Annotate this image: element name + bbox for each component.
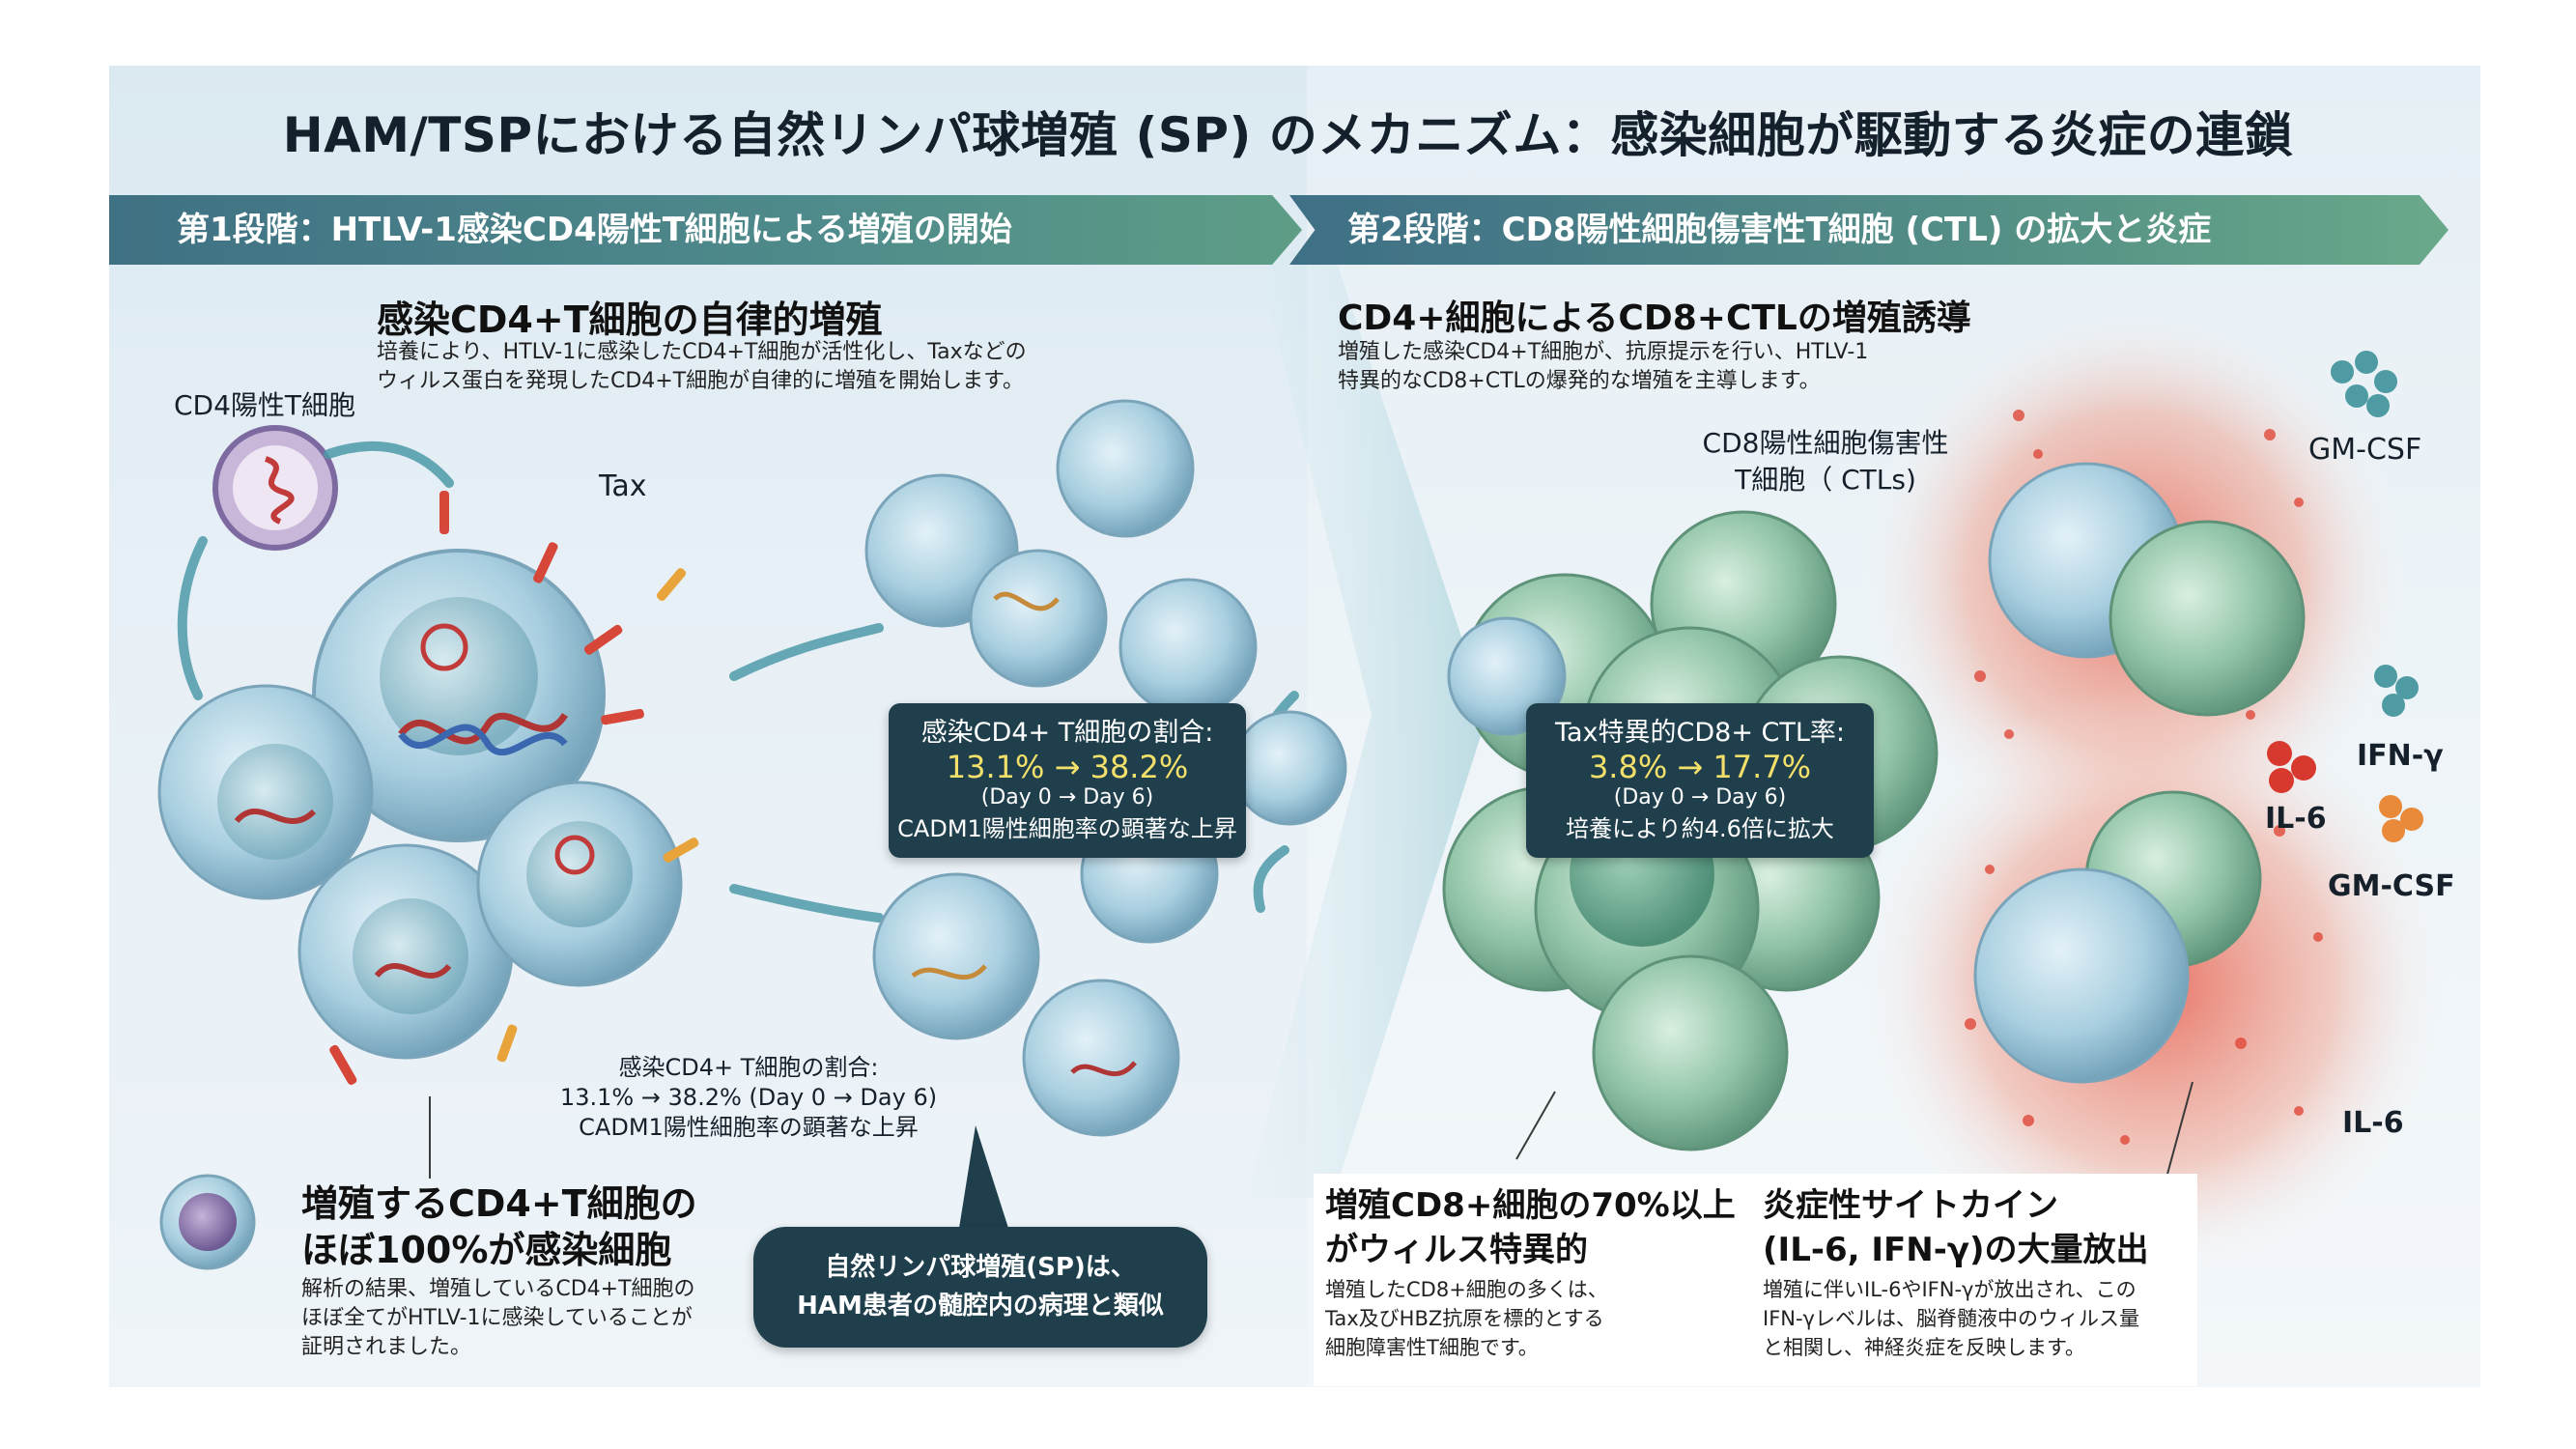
cytokine-label-gm-csf: GM-CSF — [2308, 433, 2422, 467]
bottom-heading-line: 増殖するCD4+T細胞の — [301, 1182, 697, 1225]
stage1-banner: 第1段階：HTLV-1感染CD4陽性T細胞による増殖の開始 — [109, 195, 1302, 265]
stage1-desc-line: 培養により、HTLV-1に感染したCD4+T細胞が活性化し、Taxなどの — [377, 340, 1027, 364]
scattered-cytokines — [1965, 410, 2323, 1145]
ratio-caption-line: CADM1陽性細胞率の顕著な上昇 — [579, 1114, 919, 1141]
bottom-heading-line: がウィルス特異的 — [1325, 1231, 1588, 1269]
cytokine-label-il6-2: IL-6 — [2342, 1106, 2404, 1140]
cytokine-label-ifn-gamma: IFN-γ — [2357, 739, 2444, 773]
cd4-label: CD4陽性T細胞 — [174, 389, 356, 421]
cd4-cell-icon — [159, 1174, 256, 1270]
receptor — [496, 568, 699, 1063]
ratio-box-line: CADM1陽性細胞率の顕著な上昇 — [897, 815, 1237, 842]
ratio-box-line: 感染CD4+ T細胞の割合: — [920, 718, 1214, 748]
cytokine-desc-line: IFN-γレベルは、脳脊髄液中のウィルス量 — [1763, 1307, 2139, 1330]
ctl-box-line: 培養により約4.6倍に拡大 — [1566, 815, 1834, 842]
flow-arrow — [1246, 251, 1487, 1198]
cytokine-description: 増殖に伴いIL-6やIFN-γが放出され、この IFN-γレベルは、脳脊髄液中の… — [1763, 1275, 2139, 1362]
stage2-description: 増殖した感染CD4+T細胞が、抗原提示を行い、HTLV-1 特異的なCD8+CT… — [1338, 338, 1868, 396]
tax-receptor — [329, 491, 644, 1085]
ctl-label-line: T細胞（ CTLs) — [1735, 464, 1916, 496]
cytokine-heading-line: (IL-6, IFN-γ)の大量放出 — [1763, 1231, 2149, 1269]
cytokine-desc-line: 増殖に伴いIL-6やIFN-γが放出され、この — [1763, 1278, 2137, 1301]
stage1-bottom-description: 解析の結果、増殖しているCD4+T細胞の ほぼ全てがHTLV-1に感染しているこ… — [301, 1275, 695, 1362]
ctl-box-line: Tax特異的CD8+ CTL率: — [1554, 718, 1846, 748]
bottom-heading-line: ほぼ100%が感染細胞 — [301, 1229, 672, 1271]
stage2-bottom-heading: 増殖CD8+細胞の70%以上 がウィルス特異的 — [1325, 1183, 1736, 1272]
stage1-bottom-heading: 増殖するCD4+T細胞の ほぼ100%が感染細胞 — [301, 1180, 697, 1273]
cd4-cell — [476, 781, 683, 987]
cytokine-ifn-icon — [2374, 665, 2419, 717]
cytokine-gm-csf-icon-2 — [2379, 795, 2423, 842]
bottom-desc-line: 証明されました。 — [301, 1335, 472, 1359]
virus-particle — [212, 425, 338, 551]
cytokine-bottom-panel — [1753, 1174, 2197, 1386]
ratio-box-line: (Day 0 → Day 6) — [980, 785, 1154, 810]
cytokine-heading: 炎症性サイトカイン (IL-6, IFN-γ)の大量放出 — [1763, 1183, 2149, 1272]
cytokine-releasing-cells — [1973, 462, 2306, 1084]
stage2-desc-line: 増殖した感染CD4+T細胞が、抗原提示を行い、HTLV-1 — [1338, 340, 1869, 364]
infected-ratio-box: 感染CD4+ T細胞の割合: 13.1% → 38.2% (Day 0 → Da… — [889, 703, 1246, 858]
stage1-description: 培養により、HTLV-1に感染したCD4+T細胞が活性化し、Taxなどの ウィル… — [377, 338, 1027, 396]
pill-line: HAM患者の髄腔内の病理と類似 — [797, 1292, 1164, 1321]
stage2-banner: 第2段階：CD8陽性細胞傷害性T細胞 (CTL) の拡大と炎症 — [1289, 195, 2449, 265]
pill-pointer — [956, 1125, 1014, 1246]
bottom-heading-line: 増殖CD8+細胞の70%以上 — [1325, 1186, 1736, 1225]
cytokine-gm-csf-icon — [2331, 351, 2397, 417]
pointer-line — [1515, 1091, 1556, 1160]
ratio-box-value: 13.1% → 38.2% — [946, 749, 1189, 785]
stage2-heading: CD4+細胞によるCD8+CTLの増殖誘導 — [1338, 298, 1971, 338]
cytokine-desc-line: と相関し、神経炎症を反映します。 — [1763, 1336, 2085, 1359]
cytokine-label-il6: IL-6 — [2265, 802, 2327, 836]
cytokine-heading-line: 炎症性サイトカイン — [1763, 1186, 2058, 1225]
infected-cd4-cell-main — [312, 549, 606, 842]
pill-line: 自然リンパ球増殖(SP)は、 — [825, 1253, 1136, 1282]
cd4-cell — [157, 684, 374, 900]
ctl-label-line: CD8陽性細胞傷害性 — [1702, 427, 1949, 459]
bottom-desc-line: Tax及びHBZ抗原を標的とする — [1325, 1307, 1604, 1330]
ctl-box-line: (Day 0 → Day 6) — [1613, 785, 1787, 810]
ctl-box-value: 3.8% → 17.7% — [1588, 749, 1812, 785]
page-title: HAM/TSPにおける自然リンパ球増殖 (SP) のメカニズム：感染細胞が駆動す… — [282, 107, 2294, 163]
pointer-line — [2163, 1081, 2194, 1189]
ctl-label: CD8陽性細胞傷害性 T細胞（ CTLs) — [1661, 425, 1990, 498]
stage1-heading: 感染CD4+T細胞の自律的増殖 — [377, 298, 883, 341]
bottom-desc-line: 増殖したCD8+細胞の多くは、 — [1325, 1278, 1608, 1301]
cytokine-il6-icon — [2267, 741, 2316, 793]
ratio-caption: 感染CD4+ T細胞の割合: 13.1% → 38.2% (Day 0 → Da… — [541, 1053, 956, 1143]
cytokine-label-gm-csf-2: GM-CSF — [2328, 869, 2455, 903]
stage2-bottom-description: 増殖したCD8+細胞の多くは、 Tax及びHBZ抗原を標的とする 細胞障害性T細… — [1325, 1275, 1608, 1362]
stage2-bottom-panel — [1314, 1174, 1768, 1386]
ratio-caption-line: 13.1% → 38.2% (Day 0 → Day 6) — [559, 1084, 938, 1111]
cd4-cell — [297, 843, 514, 1060]
bottom-desc-line: 解析の結果、増殖しているCD4+T細胞の — [301, 1277, 695, 1301]
ratio-caption-line: 感染CD4+ T細胞の割合: — [618, 1054, 879, 1081]
sp-summary-pill: 自然リンパ球増殖(SP)は、 HAM患者の髄腔内の病理と類似 — [753, 1227, 1207, 1348]
stage2-desc-line: 特異的なCD8+CTLの爆発的な増殖を主導します。 — [1338, 369, 1821, 393]
stage1-desc-line: ウィルス蛋白を発現したCD4+T細胞が自律的に増殖を開始します。 — [377, 369, 1024, 393]
bottom-desc-line: ほぼ全てがHTLV-1に感染していることが — [301, 1306, 693, 1330]
ctl-ratio-box: Tax特異的CD8+ CTL率: 3.8% → 17.7% (Day 0 → D… — [1526, 703, 1874, 858]
tax-label: Tax — [599, 469, 647, 503]
bottom-desc-line: 細胞障害性T細胞です。 — [1325, 1336, 1539, 1359]
